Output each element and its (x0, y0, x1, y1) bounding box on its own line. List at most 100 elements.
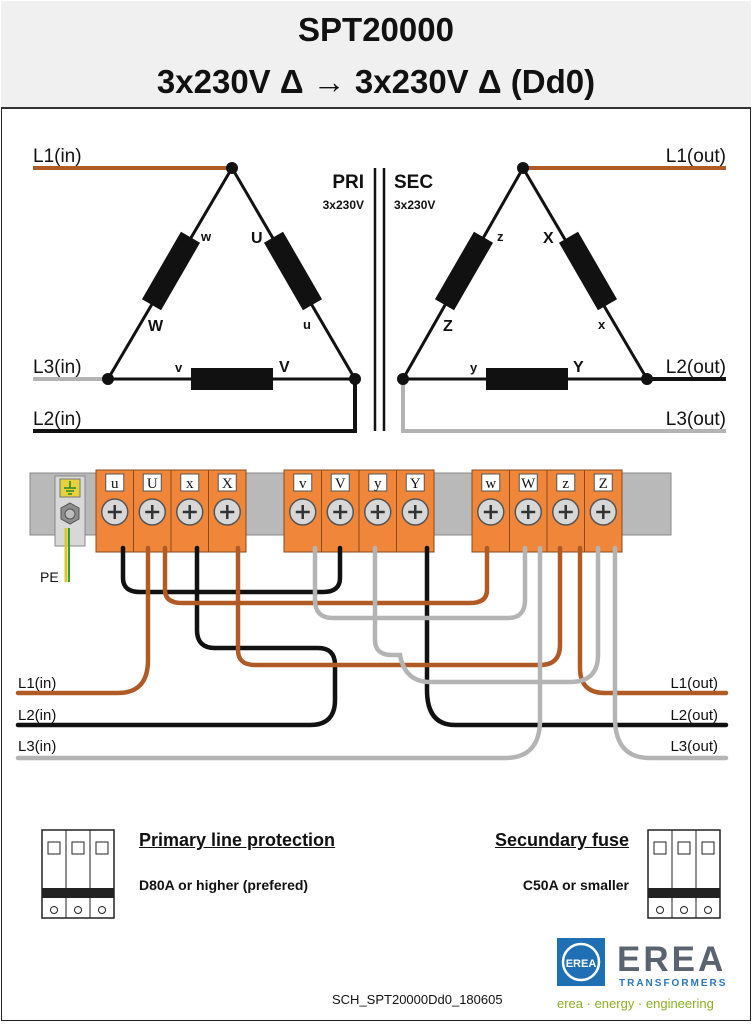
primary-delta (106, 167, 357, 381)
terminal-label-box (368, 473, 388, 492)
secondary-node-left (397, 373, 409, 385)
primary-coil-u (263, 231, 323, 311)
sec-label: SEC (394, 172, 433, 193)
cable-y-to-z-grey (372, 545, 601, 685)
protection-value: D80A or higher (prefered) (139, 877, 309, 893)
terminal-label-Y: Y (410, 476, 421, 492)
coil-label-v-small: v (175, 360, 183, 375)
secondary-l3-label: L3(out) (666, 409, 726, 430)
bottom-l3-out-label: L3(out) (670, 738, 718, 755)
cable-Z-to-L3out (612, 545, 729, 761)
terminal-label-box (105, 473, 125, 492)
bottom-l1-in-label: L1(in) (18, 675, 56, 692)
header: SPT20000 3x230V Δ → 3x230V Δ (Dd0) (1, 1, 751, 109)
terminal-label-W: W (521, 476, 536, 492)
secondary-node-top (517, 162, 529, 174)
page-subtitle: 3x230V Δ → 3x230V Δ (Dd0) (156, 63, 596, 100)
cable-x-to-Y-black (15, 545, 338, 728)
coil-label-z-small: z (497, 229, 504, 244)
pri-voltage: 3x230V (323, 198, 364, 212)
terminal-label-box (518, 473, 538, 492)
logo-text: EREA (566, 958, 597, 970)
cable-z-to-L1out (577, 545, 729, 696)
terminal-label-box (556, 473, 576, 492)
secondary-l2-label: L2(out) (666, 357, 726, 378)
primary-l2-line (33, 379, 357, 433)
bottom-l3-in-label: L3(in) (18, 738, 56, 755)
coil-label-U: U (251, 230, 263, 247)
primary-l2-label: L2(in) (33, 409, 82, 430)
brand-subtitle: TRANSFORMERS (619, 978, 728, 989)
terminal-label-v: v (299, 476, 307, 492)
coil-label-Y: Y (573, 359, 584, 376)
terminal-label-w: w (485, 476, 496, 492)
secondary-l1-label: L1(out) (666, 146, 726, 167)
coil-label-X: X (543, 230, 554, 247)
cable-X-to-Z-brown (235, 545, 563, 668)
terminal-label-U: U (147, 476, 158, 492)
erea-logo-icon: EREA (557, 938, 605, 986)
cable-U-to-L1in (15, 545, 151, 696)
page-title: SPT20000 (298, 11, 454, 48)
terminal-label-box (293, 473, 313, 492)
cable-U-to-w (162, 545, 490, 606)
primary-node-left (102, 373, 114, 385)
fuse-title: Secundary fuse (494, 830, 629, 850)
primary-coil-w (141, 231, 201, 311)
terminal-label-V: V (335, 476, 346, 492)
document-reference: SCH_SPT20000Dd0_180605 (332, 992, 503, 1007)
secondary-coil-y (486, 368, 568, 390)
terminal-label-Z: Z (599, 476, 608, 492)
terminal-label-box (180, 473, 200, 492)
cable-W-to-L3in (15, 545, 543, 761)
bottom-l2-in-label: L2(in) (18, 707, 56, 724)
secondary-coil-x (558, 231, 618, 311)
cables (15, 545, 729, 761)
secondary-delta (401, 167, 649, 381)
terminal-label-x: x (186, 476, 194, 492)
terminal-label-box (405, 473, 425, 492)
coil-label-u-small: u (303, 317, 311, 332)
secondary-node-right (641, 373, 653, 385)
coil-label-w-small: w (200, 229, 212, 244)
terminal-label-box (593, 473, 613, 492)
coil-label-Z: Z (443, 318, 453, 335)
bottom-l2-out-label: L2(out) (670, 707, 718, 724)
pe-label: PE (40, 569, 59, 585)
terminal-label-X: X (222, 476, 233, 492)
secondary-breaker-icon (647, 829, 721, 919)
terminal-label-u: u (111, 476, 119, 492)
protection-title: Primary line protection (139, 830, 336, 850)
brand-name: EREA (617, 940, 727, 979)
terminal-label-box (330, 473, 350, 492)
fuse-value: C50A or smaller (522, 877, 629, 893)
cable-v-to-W (150, 548, 310, 592)
primary-breaker-icon (41, 829, 115, 919)
terminal-label-box (481, 473, 501, 492)
brand-tagline: erea · energy · engineering (557, 996, 714, 1011)
cable-u-to-V (120, 545, 343, 595)
terminal-label-box (217, 473, 237, 492)
coil-label-V: V (279, 359, 290, 376)
primary-l3-label: L3(in) (33, 357, 82, 378)
primary-coil-v (191, 368, 273, 390)
ground-icon (64, 481, 76, 495)
cable-Y-to-L2out (424, 545, 729, 728)
coil-label-W: W (148, 318, 164, 335)
terminal-label-box (142, 473, 162, 492)
cable-v-to-W-grey (312, 545, 528, 621)
primary-node-top (226, 162, 238, 174)
terminal-label-z: z (562, 476, 569, 492)
terminal-label-y: y (374, 476, 382, 492)
primary-node-right (349, 373, 361, 385)
secondary-l3-line (401, 379, 726, 433)
secondary-coil-z (434, 231, 494, 311)
coil-label-x-small: x (598, 317, 606, 332)
pri-label: PRI (332, 172, 364, 193)
coil-label-y-small: y (470, 360, 478, 375)
sec-voltage: 3x230V (394, 198, 435, 212)
primary-l1-label: L1(in) (33, 146, 82, 167)
